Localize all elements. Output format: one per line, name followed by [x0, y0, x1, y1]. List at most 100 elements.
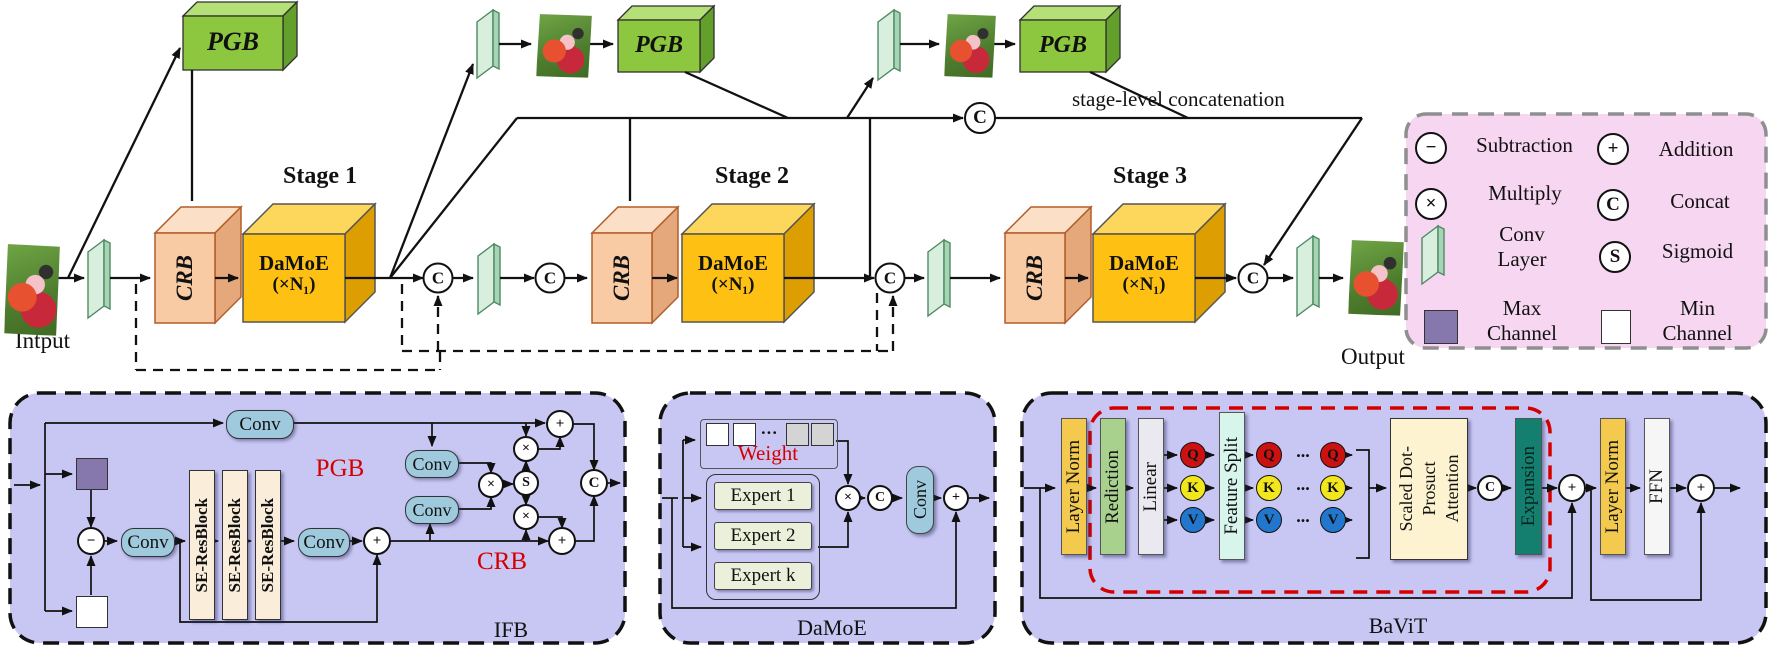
- main-wiring: [58, 39, 1363, 372]
- concat-icon: C: [1597, 189, 1629, 221]
- pgb3-label: PGB: [1039, 32, 1087, 58]
- bavit-rediction: Rediction: [1100, 418, 1126, 555]
- bavit-rediction-label: Rediction: [1102, 449, 1123, 524]
- intermediate-image-2: [536, 14, 592, 78]
- damoe2-name: DaMoE: [698, 251, 768, 275]
- ifb-se-resblock-3-label: SE-ResBlock: [258, 497, 277, 593]
- bavit-k-chip-2: K: [1256, 475, 1282, 501]
- crb-block-2: [590, 205, 680, 325]
- bavit-k-chip-3: K: [1320, 475, 1346, 501]
- bavit-sdpa-box: Scaled Dot- Prosuct Attention: [1390, 418, 1468, 560]
- bavit-add-op-2: +: [1687, 474, 1715, 502]
- damoe-concat-op: C: [867, 485, 893, 511]
- ifb-caption: IFB: [493, 617, 529, 642]
- ifb-crb-label: CRB: [476, 548, 528, 575]
- bavit-layer-norm-1-label: Layer Norm: [1063, 439, 1084, 534]
- damoe-block-2: [680, 202, 816, 324]
- damoe-block-1: [241, 202, 377, 324]
- bavit-layer-norm-2: Layer Norm: [1600, 418, 1626, 555]
- ifb-wiring: [14, 418, 621, 623]
- ifb-panel: [8, 391, 627, 645]
- bavit-wiring: [1024, 449, 1741, 601]
- pgb2-label: PGB: [635, 32, 683, 58]
- ifb-se-resblock-1: SE-ResBlock: [189, 470, 215, 620]
- stage3-title: Stage 3: [1113, 163, 1187, 189]
- damoe-weight-sq-1: [706, 423, 729, 446]
- damoe-weight-sq-2: [733, 423, 756, 446]
- damoe1-mult: (×N₁): [272, 274, 316, 296]
- stage2-title: Stage 2: [715, 163, 789, 189]
- concat-op-2: C: [534, 262, 566, 294]
- damoe-conv: Conv: [906, 466, 934, 534]
- bavit-v-chip-3: V: [1320, 507, 1346, 533]
- bavit-q-chip-1: Q: [1180, 442, 1206, 468]
- bavit-concat-op: C: [1477, 475, 1503, 501]
- ifb-min-channel-square: [76, 596, 108, 628]
- bavit-expansion-label: Expansion: [1517, 446, 1539, 527]
- bavit-q-chip-3: Q: [1320, 442, 1346, 468]
- damoe1-name: DaMoE: [259, 251, 329, 275]
- ifb-se-resblock-1-label: SE-ResBlock: [192, 497, 211, 593]
- bavit-add-op-1: +: [1558, 474, 1586, 502]
- damoe2-mult: (×N₁): [711, 274, 755, 296]
- ifb-add-op-1: +: [363, 527, 391, 555]
- ifb-multiply-op-bottom: ×: [513, 504, 539, 530]
- ifb-multiply-op-mid: ×: [478, 472, 504, 498]
- crb1-label: CRB: [172, 254, 197, 302]
- ifb-add-op-bottom: +: [548, 527, 576, 555]
- damoe-weight-dots: ···: [760, 423, 778, 442]
- bavit-expansion: Expansion: [1515, 418, 1542, 555]
- pgb-block-2: [616, 4, 716, 74]
- min-channel-icon: [1601, 310, 1631, 344]
- ifb-concat-op: C: [580, 469, 608, 497]
- legend-subtraction-label: Subtraction: [1476, 133, 1573, 157]
- output-label: Output: [1341, 344, 1405, 369]
- pgb1-label: PGB: [207, 27, 259, 56]
- bavit-linear-label: Linear: [1140, 461, 1161, 512]
- conv-plate-output: [1296, 234, 1320, 318]
- damoe-wiring: [662, 435, 990, 609]
- crb-block-3: [1003, 205, 1093, 325]
- damoe3-label: DaMoE (×N₁): [1093, 251, 1195, 296]
- stage-concat-note: stage-level concatenation: [1072, 87, 1285, 111]
- conv-plate-input: [87, 238, 111, 320]
- bavit-layer-norm-2-label: Layer Norm: [1602, 439, 1623, 534]
- damoe-add-op: +: [943, 485, 969, 511]
- damoe-conv-label: Conv: [910, 480, 930, 520]
- conv-plate-upsample-2: [476, 8, 500, 80]
- crb3-label: CRB: [1022, 254, 1047, 302]
- damoe2-label: DaMoE (×N₁): [682, 251, 784, 296]
- concat-op-4: C: [1237, 262, 1269, 294]
- bavit-k-chip-1: K: [1180, 475, 1206, 501]
- bavit-linear: Linear: [1138, 418, 1164, 555]
- conv-plate-legend-icon: [1421, 224, 1445, 286]
- addition-icon: +: [1597, 133, 1629, 165]
- conv-plate-upsample-3: [877, 8, 901, 82]
- damoe-weight-sq-3: [786, 423, 809, 446]
- damoe-expert-1: Expert 1: [714, 482, 812, 510]
- damoe3-mult: (×N₁): [1122, 274, 1166, 296]
- multiply-icon: ×: [1415, 188, 1447, 220]
- legend-addition-label: Addition: [1658, 137, 1734, 161]
- damoe-experts-box: [706, 474, 820, 600]
- ifb-conv-1: Conv: [121, 528, 175, 557]
- legend-min-channel-label: Min Channel: [1662, 296, 1733, 345]
- damoe-multiply-op: ×: [835, 485, 861, 511]
- legend-multiply-label: Multiply: [1488, 181, 1562, 205]
- ifb-conv-b: Conv: [405, 496, 459, 524]
- pgb-block-1: [181, 0, 299, 72]
- max-channel-icon: [1424, 310, 1458, 344]
- bavit-v-dots: ...: [1296, 506, 1310, 526]
- ifb-sigmoid-op: S: [513, 470, 539, 496]
- bavit-caption: BaViT: [1368, 613, 1428, 638]
- damoe1-label: DaMoE (×N₁): [243, 251, 345, 296]
- ifb-conv-a: Conv: [405, 450, 459, 478]
- ifb-conv-top: Conv: [226, 410, 294, 439]
- bavit-layer-norm-1: Layer Norm: [1061, 418, 1087, 555]
- stage-level-concat-op: C: [964, 102, 996, 134]
- damoe-block-3: [1091, 202, 1227, 324]
- subtraction-icon: −: [1415, 132, 1447, 164]
- damoe-weight-box: [700, 419, 838, 469]
- bavit-q-chip-2: Q: [1256, 442, 1282, 468]
